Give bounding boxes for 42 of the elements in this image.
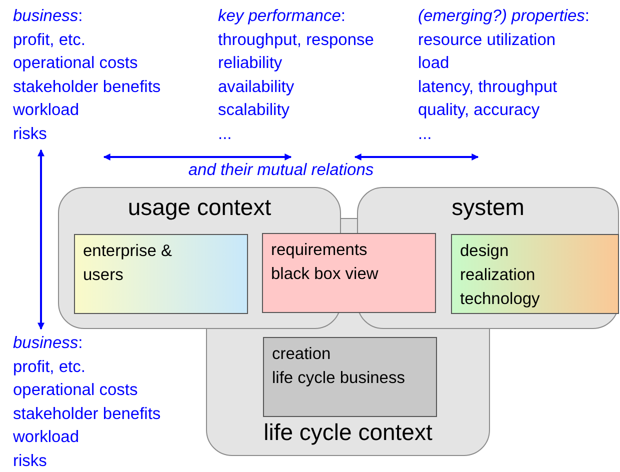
list-item: stakeholder benefits [13,76,162,98]
list-item: risks [13,450,48,472]
box-text: creation [272,344,332,365]
panel-title: life cycle context [262,419,434,446]
content-box [451,234,619,314]
double-arrow [103,154,292,160]
list-item: ... [218,124,233,144]
double-arrow [354,154,479,160]
list-item: profit, etc. [13,30,86,50]
list-item: reliability [218,53,284,74]
panel-title: system [450,194,526,221]
annotation: and their mutual relations [187,161,375,180]
box-text: requirements [271,240,368,261]
list-item: operational costs [13,380,139,401]
column-heading: business: [13,6,84,27]
list-item: profit, etc. [13,356,86,378]
column-heading: business: [13,333,84,354]
list-item: load [418,53,450,74]
content-box [74,234,248,314]
box-text: life cycle business [272,368,406,389]
box-text: technology [460,289,541,310]
list-item: risks [13,124,48,144]
list-item: latency, throughput [418,76,558,98]
list-item: operational costs [13,53,139,74]
list-item: quality, accuracy [418,100,541,121]
list-item: workload [13,100,80,121]
list-item: resource utilization [418,30,557,50]
list-item: workload [13,427,80,448]
content-box [263,337,437,417]
list-item: scalability [218,100,291,121]
double-arrow [38,149,44,330]
box-text: realization [460,265,536,286]
box-text: design [460,241,510,262]
list-item: stakeholder benefits [13,404,162,424]
box-text: enterprise & users [83,241,173,286]
box-text: black box view [271,264,380,285]
list-item: throughput, response [218,30,375,50]
column-heading: key performance: [218,6,346,27]
column-heading: (emerging?) properties: [418,6,591,27]
list-item: availability [218,76,296,98]
list-item: ... [418,124,433,144]
panel-title: usage context [126,194,272,221]
